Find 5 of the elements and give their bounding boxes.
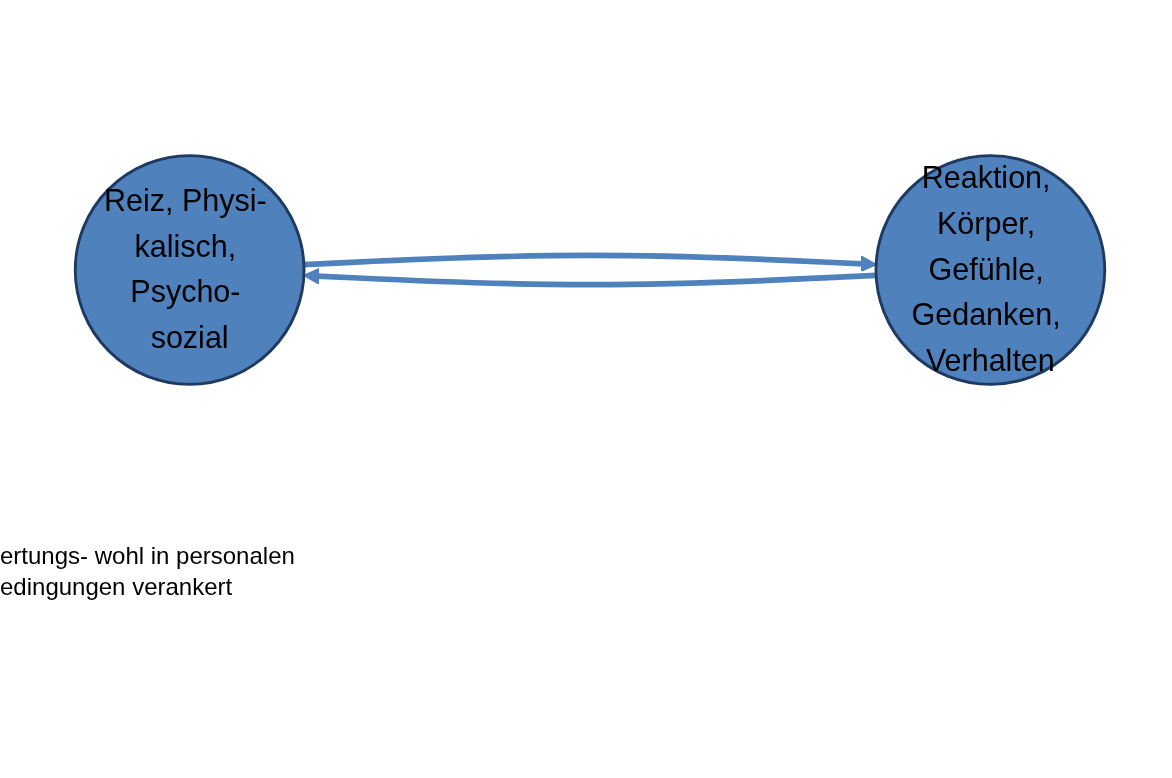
note-text: ertungs- wohl in personalen edingungen verankert xyxy=(0,541,296,603)
arrow xyxy=(303,267,877,288)
node-circle: Reaktion, Körper, Gefühle, Gedanken, Verhalten xyxy=(874,154,1107,386)
arrow xyxy=(303,252,877,273)
node-circle: Reiz, Physi- kalisch, Psycho- sozial xyxy=(73,154,306,386)
